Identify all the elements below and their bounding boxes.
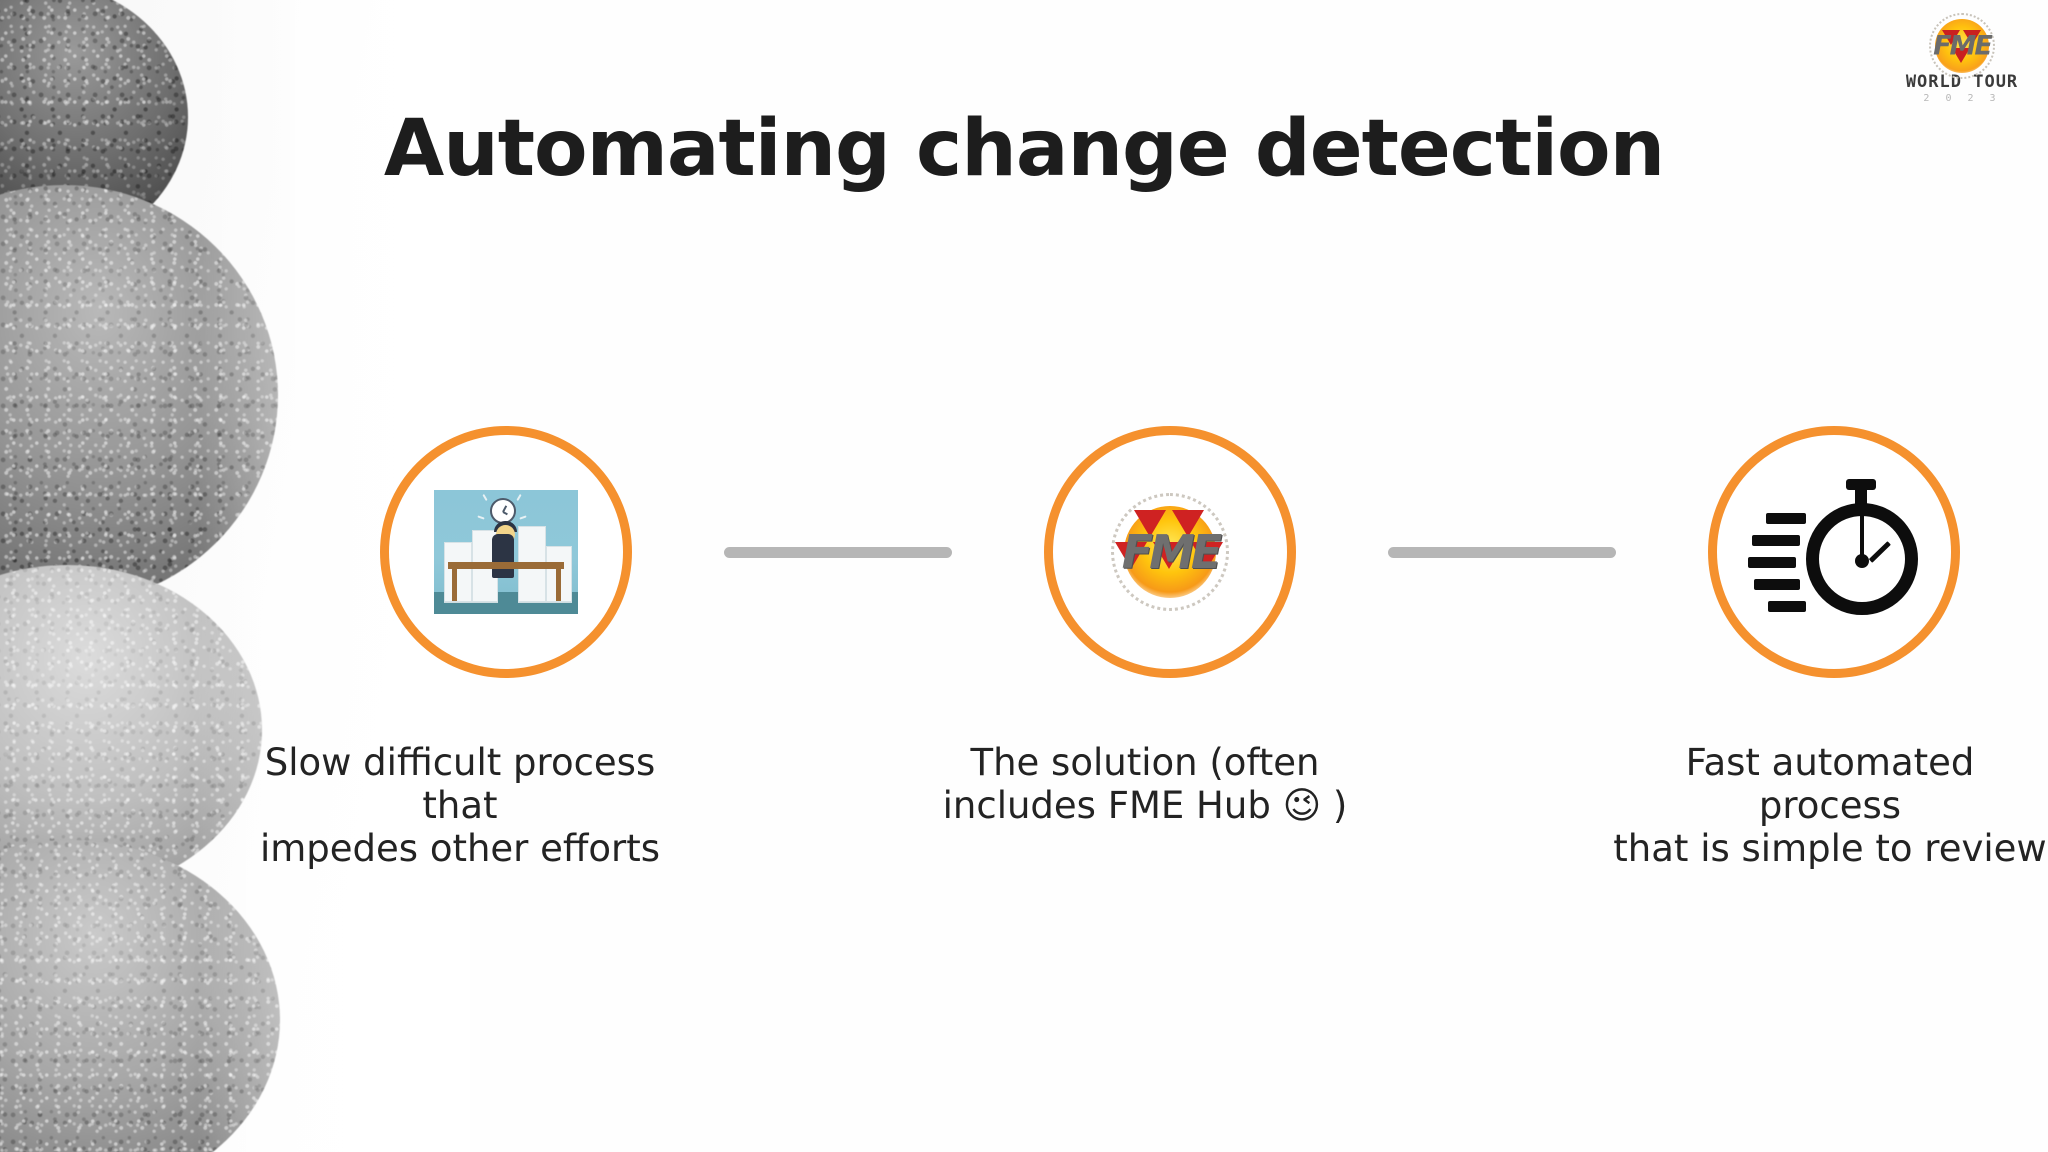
page-title: Automating change detection — [383, 104, 1665, 194]
desk-leg — [556, 569, 561, 601]
spark-icon — [519, 515, 527, 520]
stopwatch-minute-hand — [1860, 515, 1864, 559]
connector-line-2 — [1388, 546, 1616, 558]
connector-line-1 — [724, 546, 952, 558]
triangle-icon — [1172, 510, 1204, 537]
speed-line — [1748, 557, 1796, 568]
stopwatch-speed-icon — [1748, 477, 1920, 627]
speed-line — [1768, 601, 1806, 612]
spark-icon — [482, 493, 488, 502]
fme-world-tour-logo: FME WORLD TOUR 2 0 2 3 — [1896, 13, 2028, 124]
triangle-icon — [1963, 30, 1981, 45]
spark-icon — [516, 493, 522, 502]
stone-second — [0, 185, 278, 605]
speed-line — [1754, 579, 1800, 590]
step-captions-row: Slow difficult process that impedes othe… — [240, 741, 2048, 871]
triangle-icon — [1134, 510, 1166, 537]
fme-logo-icon: FME — [1090, 492, 1250, 612]
paper-stack — [444, 542, 472, 602]
dotted-ring-icon — [1111, 493, 1229, 611]
stopwatch-crown — [1846, 479, 1876, 490]
process-steps-row: FME — [380, 412, 1960, 692]
step-caption-1: Slow difficult process that impedes othe… — [259, 741, 661, 870]
triangle-icon — [1115, 542, 1147, 569]
stopwatch-stem — [1855, 488, 1867, 506]
triangle-icon — [1191, 542, 1223, 569]
desk-top — [448, 562, 564, 569]
stone-bottom — [0, 840, 280, 1152]
step-circle-1[interactable] — [380, 426, 632, 678]
triangle-icon — [1952, 48, 1970, 63]
step-circle-2[interactable]: FME — [1044, 426, 1296, 678]
step-caption-3: Fast automated process that is simple to… — [1613, 741, 2047, 870]
speed-line — [1766, 513, 1806, 524]
logo-year-text: 2 0 2 3 — [1923, 93, 2001, 104]
step-caption-2: The solution (often includes FME Hub 😉 ) — [942, 741, 1348, 827]
speed-line — [1752, 535, 1800, 546]
desk-leg — [452, 569, 457, 601]
spark-icon — [477, 515, 485, 520]
logo-wordmark: FME — [1933, 30, 1993, 62]
logo-world-tour-text: WORLD TOUR — [1905, 72, 2019, 92]
triangle-icon — [1942, 30, 1960, 45]
step-circle-3[interactable] — [1708, 426, 1960, 678]
world-tour-mark-icon: FME — [1907, 13, 2017, 79]
clock-icon — [490, 498, 516, 524]
stopwatch-pivot — [1855, 554, 1869, 568]
person-body — [492, 534, 514, 578]
fme-wordmark: FME — [1121, 525, 1223, 579]
dotted-ring-icon — [1929, 13, 1995, 79]
overworked-person-paperwork-icon — [434, 490, 578, 614]
triangle-icon — [1153, 542, 1185, 569]
